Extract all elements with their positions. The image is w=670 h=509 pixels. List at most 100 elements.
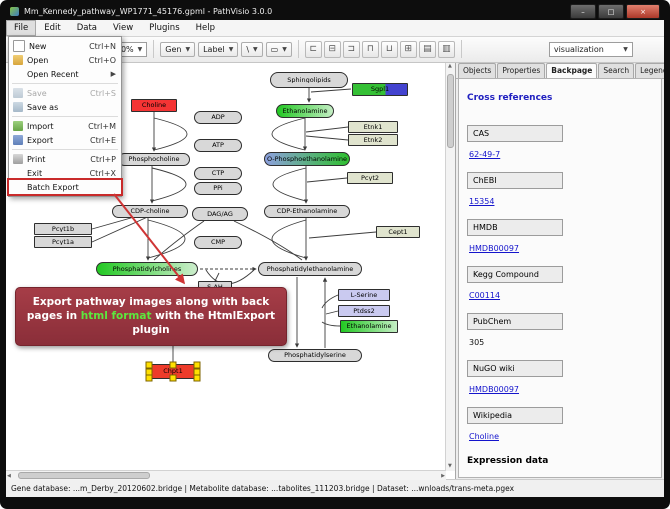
- vertical-scroll-thumb[interactable]: [447, 74, 454, 148]
- xref-value-text: 305: [469, 338, 485, 347]
- horizontal-scrollbar[interactable]: ◀ ▶: [6, 470, 446, 480]
- node-label: Etnk1: [363, 123, 383, 131]
- pathway-node-ppi[interactable]: PPi: [194, 182, 242, 195]
- scroll-down-icon[interactable]: ▼: [448, 463, 452, 469]
- pathway-node-etnk1[interactable]: Etnk1: [348, 121, 398, 133]
- scroll-right-icon[interactable]: ▶: [441, 473, 445, 479]
- node-label: Ethanolamine: [282, 107, 328, 115]
- menu-item-shortcut: Ctrl+P: [90, 154, 116, 164]
- scroll-up-icon[interactable]: ▲: [448, 63, 452, 69]
- horizontal-scroll-thumb[interactable]: [18, 472, 150, 479]
- pathway-node-pcyt1b[interactable]: Pcyt1b: [34, 223, 92, 235]
- visualization-select[interactable]: visualization ▼: [548, 41, 633, 57]
- pathway-node-cept1[interactable]: Cept1: [376, 226, 420, 238]
- pathway-node-phosphatidylserine[interactable]: Phosphatidylserine: [268, 349, 362, 362]
- pathway-node-cdp-ethanolamine[interactable]: CDP-Ethanolamine: [264, 205, 350, 218]
- common-size-icon[interactable]: ⊞: [399, 40, 417, 58]
- gene-product-tool[interactable]: Gen ▼: [160, 41, 196, 57]
- tab-legend[interactable]: Legend: [635, 63, 664, 78]
- stack-vertical-icon[interactable]: ▤: [418, 40, 436, 58]
- xref-value-link[interactable]: HMDB00097: [469, 385, 520, 394]
- scroll-left-icon[interactable]: ◀: [7, 473, 11, 479]
- node-label: Pcyt1b: [51, 225, 75, 233]
- menu-item-icon-blank: [13, 168, 23, 178]
- tab-backpage[interactable]: Backpage: [546, 63, 598, 78]
- xref-value-link[interactable]: Choline: [469, 432, 499, 441]
- pathway-node-phosphatidylethanolamine[interactable]: Phosphatidylethanolamine: [258, 262, 362, 276]
- xref-source-header: Kegg Compound: [467, 266, 563, 283]
- file-menu-item-save-as[interactable]: Save as: [9, 100, 121, 114]
- file-menu-item-batch-export[interactable]: Batch Export: [7, 178, 123, 196]
- minimize-button[interactable]: –: [570, 4, 596, 19]
- tab-search[interactable]: Search: [598, 63, 635, 78]
- pathway-node-ptdss2[interactable]: Ptdss2: [338, 305, 390, 317]
- pathway-node-sphingolipids[interactable]: Sphingolipids: [270, 72, 348, 88]
- selection-handle[interactable]: [169, 374, 177, 382]
- pathway-node-ethanolamine[interactable]: Ethanolamine: [340, 320, 398, 333]
- menu-data[interactable]: Data: [76, 23, 97, 33]
- line-tool[interactable]: \ ▼: [241, 41, 263, 57]
- toolbar-separator: [460, 40, 462, 58]
- align-top-icon[interactable]: ⊓: [361, 40, 379, 58]
- menu-plugins[interactable]: Plugins: [149, 23, 180, 33]
- pathway-node-sgpl1[interactable]: Sgpl1: [352, 83, 408, 96]
- shape-tool[interactable]: ▭ ▼: [265, 41, 292, 57]
- xref-value-link[interactable]: 62-49-7: [469, 150, 501, 159]
- file-menu-item-open-recent[interactable]: Open Recent▶: [9, 67, 121, 81]
- pathway-node-o-phosphoethanolamine[interactable]: O-Phosphoethanolamine: [264, 152, 350, 166]
- close-button[interactable]: ×: [626, 4, 660, 19]
- selection-handle[interactable]: [169, 361, 177, 369]
- pathway-node-atp[interactable]: ATP: [194, 139, 242, 152]
- title-bar[interactable]: Mm_Kennedy_pathway_WP1771_45176.gpml - P…: [6, 3, 664, 20]
- pathway-node-dag-ag[interactable]: DAG/AG: [192, 207, 248, 221]
- vertical-scrollbar[interactable]: ▲ ▼: [445, 62, 455, 471]
- label-tool[interactable]: Label ▼: [198, 41, 239, 57]
- xref-value-link[interactable]: HMDB00097: [469, 244, 520, 253]
- xref-value-link[interactable]: C00114: [469, 291, 501, 300]
- pathway-node-l-serine[interactable]: L-Serine: [338, 289, 390, 301]
- selection-handle[interactable]: [145, 374, 153, 382]
- pathway-node-chpt1[interactable]: Chpt1: [145, 361, 201, 382]
- pathway-node-ethanolamine[interactable]: Ethanolamine: [276, 104, 334, 118]
- status-text: Gene database: ...m_Derby_20120602.bridg…: [11, 484, 515, 493]
- xref-value-link[interactable]: 15354: [469, 197, 495, 206]
- pathway-node-choline[interactable]: Choline: [131, 99, 177, 112]
- align-bottom-icon[interactable]: ⊔: [380, 40, 398, 58]
- menu-file[interactable]: File: [6, 20, 37, 36]
- node-label: Pcyt2: [360, 174, 380, 182]
- pathway-node-cmp[interactable]: CMP: [194, 236, 242, 249]
- tab-properties[interactable]: Properties: [497, 63, 546, 78]
- menu-view[interactable]: View: [113, 23, 134, 33]
- maximize-button[interactable]: □: [598, 4, 624, 19]
- pathway-node-pcyt1a[interactable]: Pcyt1a: [34, 236, 92, 248]
- align-center-icon[interactable]: ⊟: [323, 40, 341, 58]
- tab-objects[interactable]: Objects: [458, 63, 497, 78]
- align-left-icon[interactable]: ⊏: [304, 40, 322, 58]
- selection-handle[interactable]: [193, 374, 201, 382]
- stack-horizontal-icon[interactable]: ▥: [437, 40, 455, 58]
- node-label: Etnk2: [363, 136, 383, 144]
- pathway-node-pcyt2[interactable]: Pcyt2: [347, 172, 393, 184]
- menu-bar: File Edit Data View Plugins Help: [6, 20, 664, 37]
- align-right-icon[interactable]: ⊐: [342, 40, 360, 58]
- pathway-node-phosphatidylcholines[interactable]: Phosphatidylcholines: [96, 262, 198, 276]
- menu-help[interactable]: Help: [195, 23, 216, 33]
- menu-edit[interactable]: Edit: [44, 23, 61, 33]
- pathway-node-ctp[interactable]: CTP: [194, 167, 242, 180]
- pathway-node-etnk2[interactable]: Etnk2: [348, 134, 398, 146]
- pathway-node-phosphocholine[interactable]: Phosphocholine: [118, 153, 190, 166]
- node-label: CMP: [210, 239, 226, 246]
- pathway-node-cdp-choline[interactable]: CDP-choline: [112, 205, 188, 218]
- import-icon: [13, 121, 23, 131]
- pathway-node-adp[interactable]: ADP: [194, 111, 242, 124]
